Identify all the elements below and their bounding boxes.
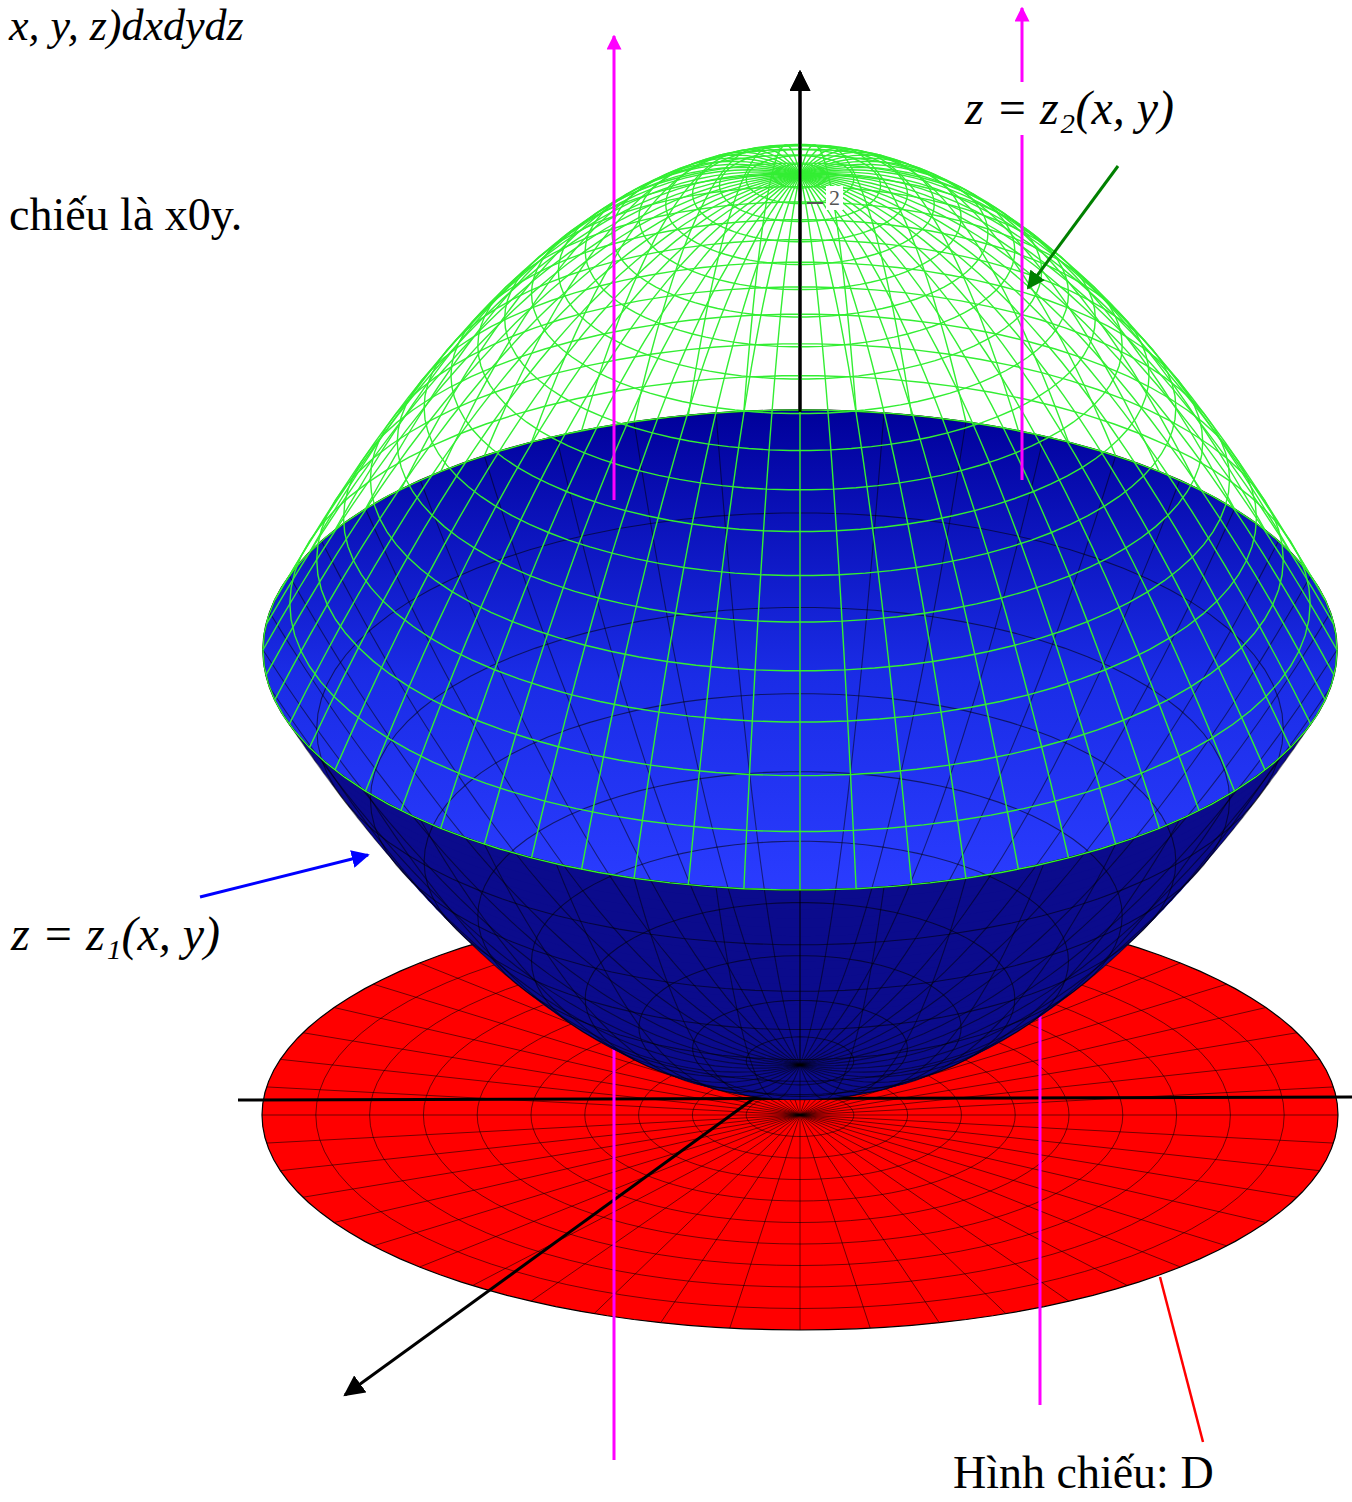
disk-spoke (800, 1115, 1338, 1116)
dome-grid (484, 175, 800, 844)
dome-grid (263, 175, 800, 650)
dome-grid (800, 175, 966, 878)
disk-spoke (800, 1087, 1333, 1115)
dome-grid (800, 155, 1116, 456)
formula-fragment: x, y, z)dxdydz (6, 2, 247, 50)
dome-grid (275, 174, 800, 600)
disk-spoke (730, 1115, 800, 1328)
disk-spoke (262, 1115, 800, 1116)
dome-grid (366, 164, 800, 508)
dome-grid (800, 145, 856, 411)
bowl-grid (556, 864, 800, 1093)
note-text: chiếu là x0y. (6, 190, 245, 241)
projection-arrow (613, 36, 616, 500)
bowl-grid (800, 864, 1044, 1093)
disk-spoke (800, 1115, 870, 1328)
dome-grid (744, 145, 800, 411)
dome-grid (800, 167, 1265, 530)
dome-grid (800, 146, 912, 415)
bowl-grid (270, 612, 800, 1065)
bowl-grid (800, 887, 884, 1099)
disk-spoke (800, 1115, 1128, 1286)
dome-grid (401, 175, 800, 811)
dome-grid (289, 172, 800, 576)
dome-grid (800, 147, 966, 421)
dome-grid (800, 158, 1159, 471)
bowl-grid (800, 576, 1311, 1065)
bowl-grid (366, 509, 800, 1065)
leader-line (1028, 166, 1118, 288)
z-axis-top (799, 72, 802, 412)
dome-grid (688, 175, 800, 885)
disk-spoke (800, 1115, 1333, 1143)
axis-tick-label: 2 (826, 186, 843, 210)
dome-grid (688, 146, 800, 415)
disk-spoke (800, 1115, 1320, 1171)
dome-grid (532, 175, 801, 858)
disk-spoke (800, 1115, 1180, 1267)
dome-grid (800, 175, 1069, 858)
disk-spoke (420, 1115, 800, 1267)
bowl-grid (289, 724, 800, 1068)
dome-grid (800, 170, 1291, 553)
bowl-grid (800, 724, 1311, 1068)
bowl-grid (800, 820, 1180, 1083)
disk-spoke (800, 1115, 1006, 1314)
disk-spoke (800, 1115, 1069, 1301)
bowl-grid (716, 413, 800, 1065)
dome-grid (401, 161, 800, 489)
disk-spoke (800, 1115, 1297, 1197)
disk-spoke (661, 1115, 800, 1323)
axis-tick (807, 202, 823, 204)
dome-grid (634, 147, 800, 421)
disk-spoke (594, 1115, 800, 1314)
surface-label: z = z₂(x, y) (962, 82, 1177, 135)
dome-grid (800, 150, 1018, 431)
bowl-grid (289, 576, 800, 1065)
dome-grid (441, 175, 800, 829)
dome-grid (800, 175, 1291, 748)
bowl-grid (420, 480, 800, 1065)
disk-spoke (334, 1115, 800, 1223)
dome-grid (634, 175, 800, 878)
dome-grid (275, 175, 800, 700)
dome-grid (800, 175, 1018, 869)
bowl-grid (800, 480, 1180, 1065)
dome-grid (800, 175, 1265, 770)
overlay-lines (200, 8, 1203, 1442)
dome-grid (335, 167, 800, 530)
bowl-grid (800, 456, 1116, 1065)
bowl-grid (800, 509, 1234, 1065)
dome-grid (800, 152, 1069, 442)
dome-grid (800, 175, 856, 889)
dome-grid (800, 174, 1325, 600)
dome-grid (800, 175, 1334, 625)
projection-label: Hình chiếu: D (950, 1448, 1217, 1499)
y-axis (345, 1065, 800, 1395)
bowl-grid (800, 612, 1330, 1065)
dome-grid (266, 175, 800, 625)
leader-line (1160, 1277, 1203, 1442)
dome-grid (800, 175, 1116, 844)
dome-grid (800, 175, 912, 885)
disk-spoke (800, 1115, 801, 1330)
bowl-grid (484, 456, 800, 1065)
dome-grid (800, 175, 1337, 650)
disk-spoke (267, 1115, 800, 1143)
dome-grid (532, 152, 801, 442)
disk-spoke (303, 1115, 800, 1197)
bowl-grid (800, 878, 966, 1096)
dome-grid (800, 164, 1234, 508)
disk-spoke (531, 1115, 800, 1301)
axes (238, 72, 1352, 1395)
disk-spoke (800, 1115, 939, 1323)
disk-spoke (800, 1115, 1266, 1223)
dome-grid (800, 175, 1159, 829)
disk-spoke (373, 1115, 800, 1246)
projection-arrow (1021, 8, 1024, 480)
leader-line (200, 855, 368, 897)
surface-label: z = z₁(x, y) (8, 908, 223, 961)
dome-grid (800, 172, 1311, 576)
